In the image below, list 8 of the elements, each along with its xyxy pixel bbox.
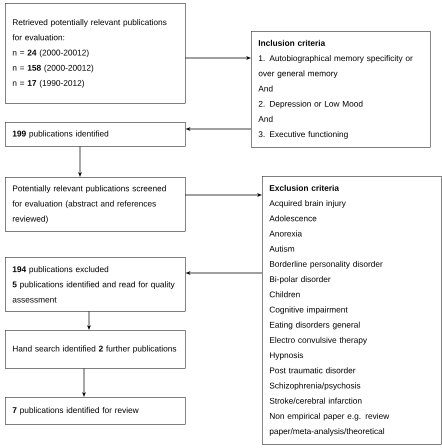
process-box: 7 publications identified for review: [5, 397, 186, 425]
criteria-box: Inclusion criteria 1. Autobiographical memory specificity or over general memory And 2. Depression or Low Mood And 3. Executive functioning: [251, 31, 431, 148]
criteria-box: Exclusion criteria Acquired brain injury Adolescence Anorexia Autism Borderline personality disorder Bi-polar disorder Children Cognitive impairment Eating disorders general Electro convulsive therapy Hypnosis Post traumatic disorder Schizophrenia/psychosis Stroke/cerebral infarction Non empirical paper e.g. review paper/meta-analysis/theoretical: [262, 176, 442, 445]
process-box: Retrieved potentially relevant publications for evaluation: n = 24 (2000-20012) n = 158 (2000-20012) n = 17 (1990-2012): [5, 3, 186, 104]
process-box: Hand search identified 2 further publications: [5, 330, 186, 369]
process-box: Potentially relevant publications screened for evaluation (abstract and references reviewed): [5, 177, 186, 232]
process-box: 194 publications excluded 5 publications identified and read for quality assessment: [5, 257, 186, 312]
process-box: 199 publications identified: [5, 122, 186, 147]
